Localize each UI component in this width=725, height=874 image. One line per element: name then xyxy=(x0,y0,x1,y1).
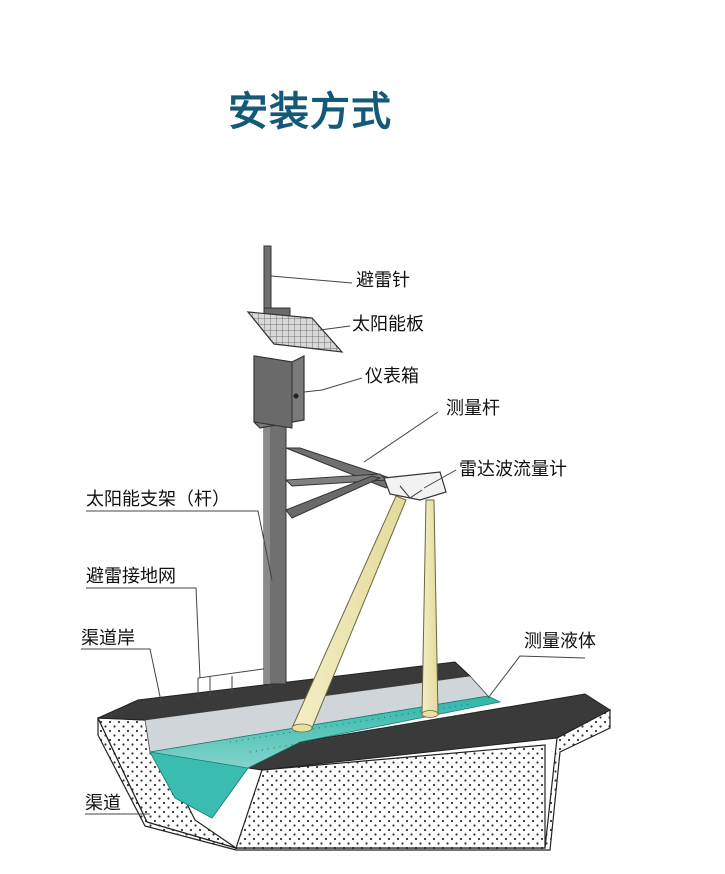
lightning-rod xyxy=(263,245,272,309)
label-radar-flowmeter: 雷达波流量计 xyxy=(459,459,567,480)
solar-pole-assembly xyxy=(246,245,447,685)
canal-left-bank-top xyxy=(97,661,472,721)
label-solar-bracket: 太阳能支架（杆） xyxy=(86,489,230,510)
label-meter-box: 仪表箱 xyxy=(365,366,419,387)
radar-beam-vertical xyxy=(421,499,439,715)
label-measure-pole: 测量杆 xyxy=(446,398,500,419)
leader-lines xyxy=(81,275,586,815)
label-lightning-rod: 避雷针 xyxy=(356,270,410,291)
label-lightning-ground-net: 避雷接地网 xyxy=(86,566,176,587)
canal-structure xyxy=(97,661,611,851)
solar-panel xyxy=(246,311,344,353)
label-measured-liquid: 测量液体 xyxy=(524,631,596,652)
page-title: 安装方式 xyxy=(228,89,392,135)
label-canal: 渠道 xyxy=(85,793,121,814)
canal-bottom-slab xyxy=(235,744,546,849)
radar-flowmeter xyxy=(383,471,447,501)
radar-beams xyxy=(291,495,439,733)
canal-water-front xyxy=(149,751,249,819)
label-canal-bank: 渠道岸 xyxy=(81,628,135,649)
label-solar-panel: 太阳能板 xyxy=(352,314,424,335)
